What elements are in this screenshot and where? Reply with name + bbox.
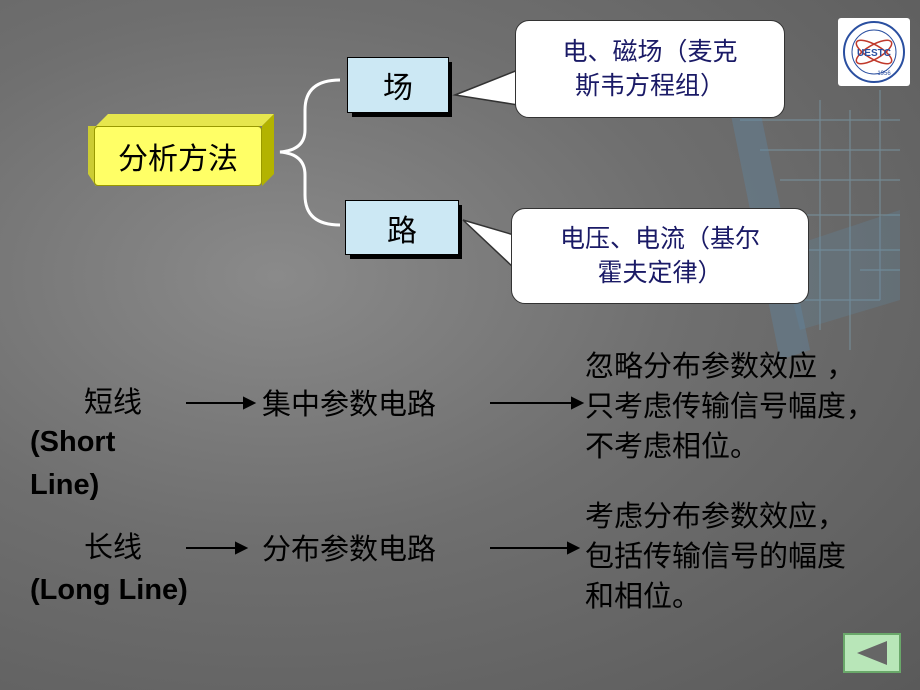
- short-line-label: 短线: [84, 385, 143, 419]
- short-line-en-2: Line): [30, 469, 100, 501]
- field-callout-line-1: 电、磁场（麦克: [562, 37, 738, 66]
- uestc-logo: UESTC 1956: [838, 18, 910, 86]
- distributed-circuit-label: 分布参数电路: [262, 532, 437, 566]
- root-label: 分析方法: [94, 126, 262, 186]
- short-line-desc-1: 忽略分布参数效应 ，: [585, 349, 856, 383]
- circuit-label: 路: [345, 200, 459, 255]
- root-box: 分析方法: [88, 114, 274, 186]
- long-line-desc-1: 考虑分布参数效应，: [585, 499, 847, 533]
- back-button[interactable]: [843, 633, 901, 673]
- lumped-circuit-label: 集中参数电路: [262, 387, 437, 421]
- logo-text: UESTC: [857, 48, 891, 59]
- long-line-en: (Long Line): [30, 574, 188, 606]
- circuit-box: 路: [345, 200, 463, 260]
- short-line-desc-2: 只考虑传输信号幅度，: [585, 389, 876, 423]
- circuit-callout-line-1: 电压、电流（基尔: [559, 224, 760, 253]
- field-callout: 电、磁场（麦克 斯韦方程组）: [515, 20, 785, 118]
- back-triangle-icon: [857, 641, 887, 665]
- field-callout-line-2: 斯韦方程组）: [574, 71, 725, 100]
- field-box: 场: [347, 57, 453, 119]
- long-line-desc-3: 和相位。: [585, 579, 702, 613]
- long-line-label: 长线: [84, 530, 143, 564]
- circuit-callout: 电压、电流（基尔 霍夫定律）: [511, 208, 809, 304]
- circuit-callout-line-2: 霍夫定律）: [597, 258, 723, 287]
- short-line-desc-3: 不考虑相位。: [585, 429, 760, 463]
- short-line-en-1: (Short: [30, 426, 116, 458]
- logo-year: 1956: [877, 71, 891, 77]
- field-label: 场: [347, 57, 449, 113]
- long-line-desc-2: 包括传输信号的幅度: [585, 539, 847, 573]
